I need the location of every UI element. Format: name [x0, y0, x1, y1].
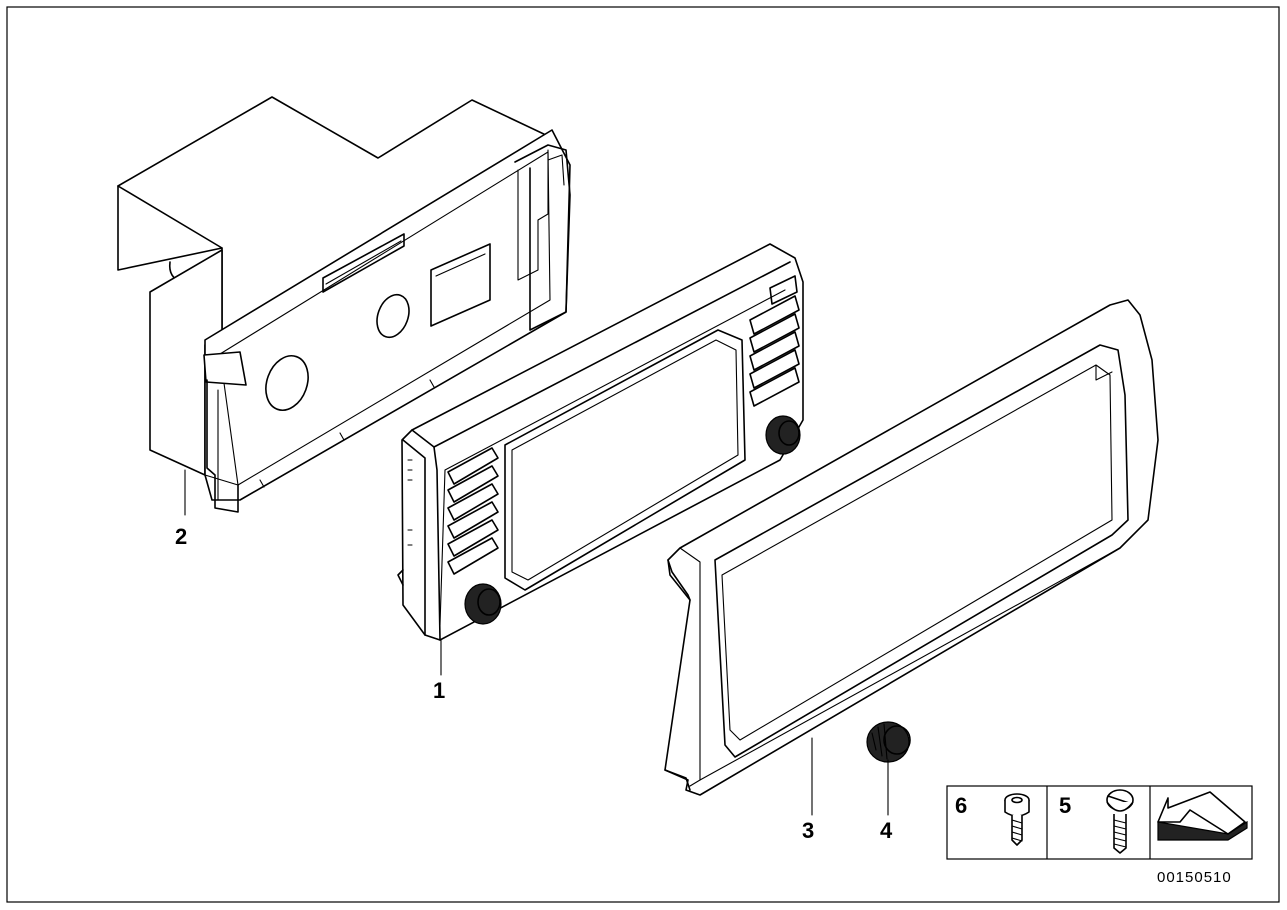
control-panel-unit-icon[interactable] — [397, 243, 804, 676]
knob-icon[interactable] — [866, 721, 911, 816]
mounting-housing-icon[interactable] — [117, 96, 571, 516]
callout-part-3: 3 — [802, 818, 814, 843]
callout-part-2: 2 — [175, 524, 187, 549]
trim-frame-icon[interactable] — [664, 299, 1159, 816]
arrow-icon — [1157, 791, 1248, 841]
hex-socket-screw-icon[interactable] — [1004, 793, 1030, 846]
callout-part-5: 5 — [1059, 793, 1071, 818]
callout-part-1: 1 — [433, 678, 445, 703]
diagram-border — [6, 6, 1280, 903]
drawing-number: 00150510 — [1157, 869, 1232, 886]
callout-part-4: 4 — [880, 818, 893, 843]
callout-part-6: 6 — [955, 793, 967, 818]
slotted-screw-icon[interactable] — [1106, 789, 1134, 854]
